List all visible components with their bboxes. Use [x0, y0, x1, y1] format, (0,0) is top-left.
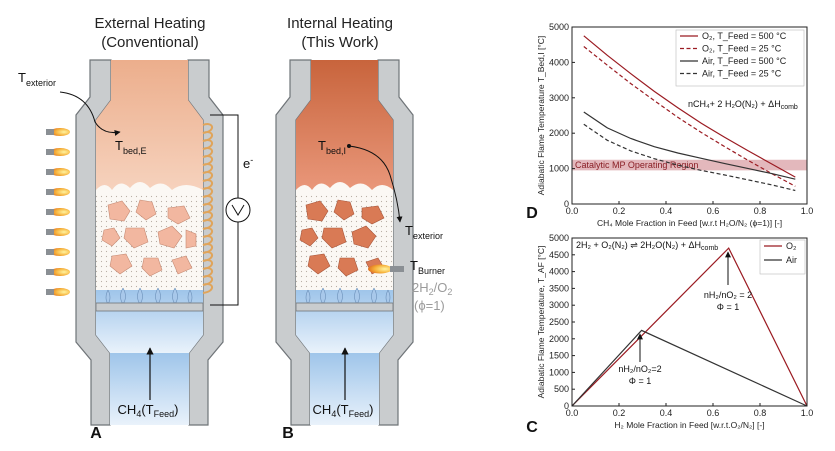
panel-a-title-2: (Conventional) — [101, 34, 199, 51]
chart-d-ytick-label: 5000 — [549, 22, 569, 32]
chart-c-legend-label-1: Air — [786, 255, 797, 265]
panel-a-letter: A — [90, 425, 102, 442]
reactor-b-hot-zone — [296, 60, 393, 190]
chart-d-legend-label-2: Air, T_Feed = 500 °C — [702, 56, 787, 66]
chart-c-ytick-label: 4000 — [549, 267, 569, 277]
chart-d-xtick-label: 0.0 — [566, 206, 579, 216]
b-phi-label: (ϕ=1) — [414, 298, 445, 313]
chart-c-equation: 2H₂ + O₂(N₂) ⇌ 2H₂O(N₂) + ΔHcomb — [576, 240, 718, 252]
chart-c-ticks: 0.0 0.2 0.4 0.6 0.8 1.0 0 500 1000 1500 2000 2500 30… — [549, 233, 813, 418]
chart-d-ytick-label: 4000 — [549, 57, 569, 67]
chart-d-xtick-label: 0.8 — [754, 206, 767, 216]
chart-d-series-line-2 — [583, 111, 796, 180]
external-flames — [46, 128, 70, 296]
b-t-bed-arrow — [348, 145, 403, 223]
chart-c-legend-box — [759, 239, 806, 275]
chart-c-xtick-label: 0.6 — [707, 408, 720, 418]
chart-d-xlabel: CH₄ Mole Fraction in Feed [w.r.t H₂O/N₂ … — [597, 218, 782, 228]
chart-d-xtick-label: 0.2 — [613, 206, 626, 216]
chart-d-legend-label-1: O₂, T_Feed = 25 °C — [702, 44, 782, 54]
chart-c-series-line-0 — [571, 247, 808, 407]
chart-c-ytick-label: 2000 — [549, 334, 569, 344]
electron-label: e- — [243, 155, 253, 171]
c-o2-peak-label-1: nH₂/nO₂ = 2 — [704, 290, 752, 300]
c-air-peak-label-1: nH₂/nO₂=2 — [618, 364, 661, 374]
chart-c-ylabel: Adiabatic Flame Temperature, T_AF [°C] — [536, 246, 546, 399]
a-t-exterior-arrow — [59, 91, 121, 136]
a-t-bed: Tbed,E — [115, 138, 146, 156]
chart-d-ticks: 0.0 0.2 0.4 0.6 0.8 1.0 0 1000 2000 3000 4000 5000 — [549, 22, 813, 216]
b-t-burner: TBurner — [410, 258, 445, 276]
panel-d-letter: D — [526, 205, 538, 222]
chart-c-ytick-label: 4500 — [549, 250, 569, 260]
chart-d-legend-label-3: Air, T_Feed = 25 °C — [702, 69, 782, 79]
chart-c-xlabel: H₂ Mole Fraction in Feed [w.r.t.O₂/N₂] [… — [614, 420, 764, 430]
b-t-exterior: Texterior — [405, 223, 443, 241]
panel-b-title-2: (This Work) — [301, 34, 378, 51]
chart-c-xtick-label: 1.0 — [801, 408, 814, 418]
chart-d-equation: nCH₄+ 2 H₂O(N₂) + ΔHcomb — [688, 99, 798, 111]
operating-region-label: Catalytic MP Operating Region — [575, 160, 698, 170]
chart-c-series — [571, 247, 808, 407]
a-t-exterior: Texterior — [18, 70, 56, 88]
chart-c-ytick-label: 5000 — [549, 233, 569, 243]
chart-c-ytick-label: 0 — [564, 401, 569, 411]
chart-c-series-line-1 — [571, 329, 808, 407]
a-feed-label: CH4(TFeed) — [118, 402, 179, 419]
c-air-peak-label-2: Φ = 1 — [629, 376, 651, 386]
reactor-a-particles — [101, 199, 197, 277]
chart-c: 0.0 0.2 0.4 0.6 0.8 1.0 0 500 1000 1500 2000 2500 30… — [526, 233, 813, 436]
panel-b-title-1: Internal Heating — [287, 15, 393, 32]
chart-c-legend-label-0: O₂ — [786, 241, 797, 251]
chart-d-legend: O₂, T_Feed = 500 °C O₂, T_Feed = 25 °C Air… — [675, 29, 805, 87]
chart-c-ytick-label: 3500 — [549, 283, 569, 293]
chart-c-ytick-label: 1000 — [549, 367, 569, 377]
b-feed-label: CH4(TFeed) — [313, 402, 374, 419]
panel-c-letter: C — [526, 419, 538, 436]
chart-d-ytick-label: 0 — [564, 199, 569, 209]
reactor-a-hot-zone — [96, 60, 203, 190]
chart-d-series-line-0 — [583, 35, 796, 178]
chart-c-ytick-label: 1500 — [549, 351, 569, 361]
chart-c-ytick-label: 2500 — [549, 317, 569, 327]
chart-c-ytick-label: 500 — [554, 384, 569, 394]
b-fuel-label: 2H2/O2 — [412, 280, 452, 297]
chart-d-ytick-label: 1000 — [549, 164, 569, 174]
operating-region-band — [572, 159, 807, 171]
panel-a: External Heating (Conventional) — [18, 15, 253, 442]
chart-c-xtick-label: 0.2 — [613, 408, 626, 418]
chart-c-xtick-label: 0.8 — [754, 408, 767, 418]
chart-d-ytick-label: 3000 — [549, 93, 569, 103]
chart-c-ytick-label: 3000 — [549, 300, 569, 310]
b-t-bed: Tbed,I — [318, 138, 346, 156]
reactor-a-bed-top — [96, 182, 203, 195]
chart-d-series-line-1 — [583, 46, 796, 187]
internal-burner — [368, 264, 404, 274]
chart-d-ytick-label: 2000 — [549, 128, 569, 138]
reactor-b-particles — [299, 199, 385, 277]
chart-d-frame — [571, 26, 808, 205]
chart-d-xtick-label: 0.4 — [660, 206, 673, 216]
panel-b: Internal Heating (This Work) — [275, 15, 452, 442]
power-circuit — [210, 114, 251, 306]
chart-c-xtick-label: 0.0 — [566, 408, 579, 418]
panel-b-letter: B — [282, 425, 294, 442]
chart-d-xtick-label: 0.6 — [707, 206, 720, 216]
chart-c-xtick-label: 0.4 — [660, 408, 673, 418]
chart-d-legend-box — [675, 29, 805, 87]
heating-coil — [202, 123, 213, 294]
chart-d-xtick-label: 1.0 — [801, 206, 814, 216]
panel-a-title-1: External Heating — [95, 15, 206, 32]
chart-d-legend-label-0: O₂, T_Feed = 500 °C — [702, 31, 787, 41]
chart-c-legend: O₂ Air — [759, 239, 806, 275]
reactor-b-bed-top — [296, 182, 393, 195]
c-o2-peak-label-2: Φ = 1 — [717, 302, 739, 312]
chart-d-ylabel: Adiabatic Flame Temperature T_Bed,I [°C] — [536, 36, 546, 195]
chart-d-series — [583, 35, 796, 192]
chart-d-series-line-3 — [583, 123, 796, 192]
